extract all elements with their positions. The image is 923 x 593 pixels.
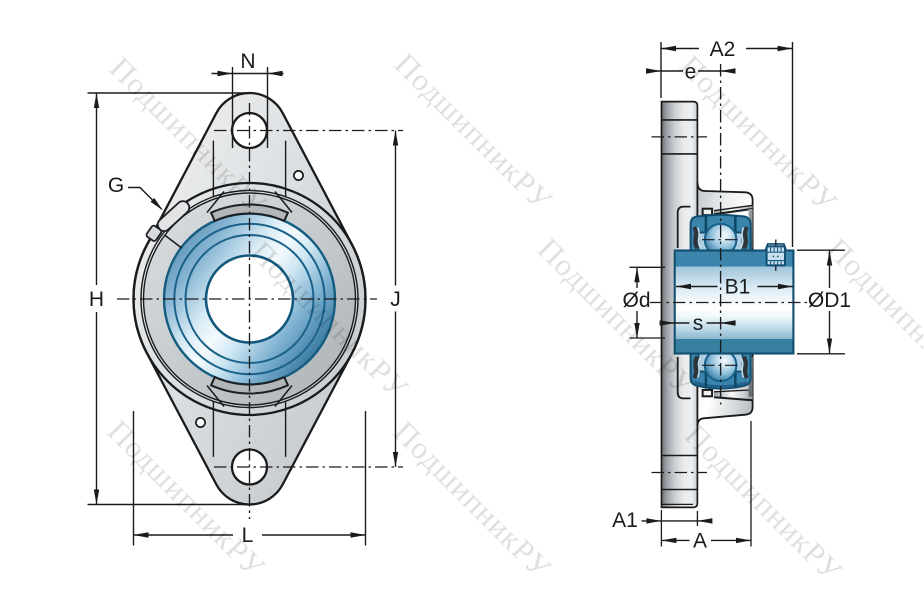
svg-text:B1: B1 bbox=[725, 276, 751, 299]
svg-text:G: G bbox=[108, 174, 124, 197]
svg-text:A1: A1 bbox=[612, 509, 638, 532]
svg-text:A2: A2 bbox=[710, 38, 736, 61]
svg-text:ØD1: ØD1 bbox=[808, 289, 851, 312]
svg-text:N: N bbox=[240, 50, 255, 73]
svg-text:L: L bbox=[242, 524, 254, 547]
svg-text:s: s bbox=[693, 312, 704, 335]
svg-text:J: J bbox=[390, 288, 401, 311]
svg-text:Ød: Ød bbox=[622, 289, 650, 312]
svg-text:H: H bbox=[89, 288, 104, 311]
svg-text:A: A bbox=[693, 530, 707, 553]
svg-text:e: e bbox=[685, 61, 697, 84]
